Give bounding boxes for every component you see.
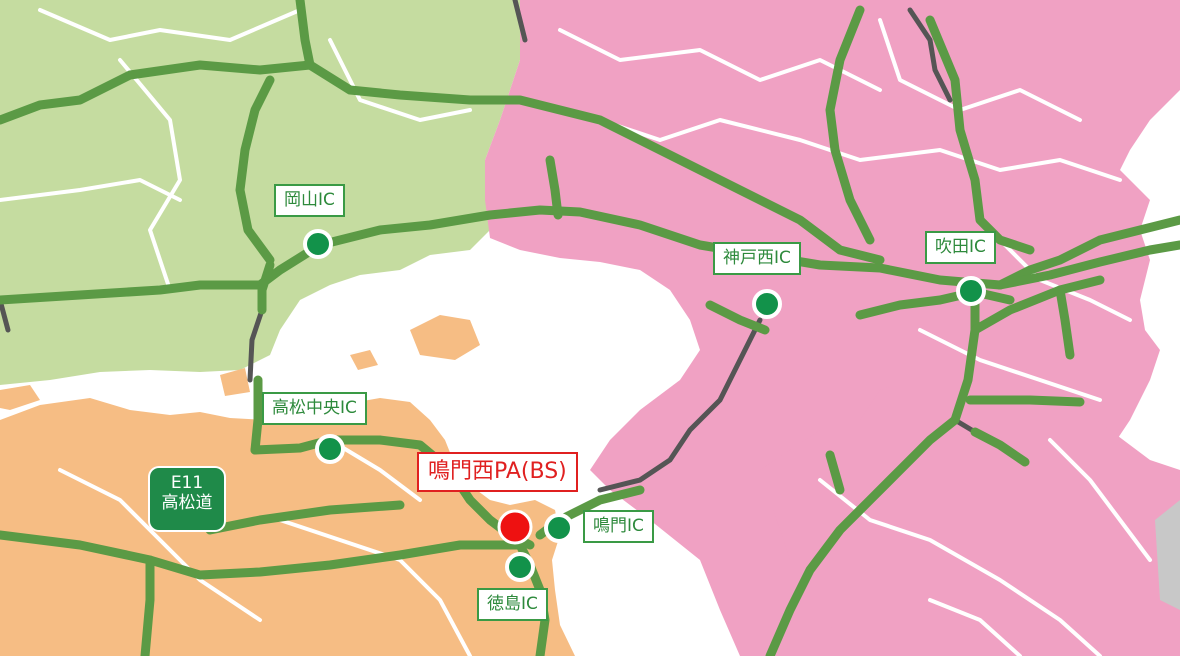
island: [350, 350, 378, 370]
island: [0, 385, 40, 410]
ic-label-suita: 吹田IC: [925, 231, 996, 264]
route-shield-code: E11: [170, 473, 204, 493]
ic-label-naruto: 鳴門IC: [583, 510, 654, 543]
ic-marker-suita: [956, 276, 986, 306]
grey-region: [1155, 500, 1180, 610]
ic-label-tokushima: 徳島IC: [477, 588, 548, 621]
ic-label-takamatsu-chuo: 高松中央IC: [262, 392, 367, 425]
route-shield-name: 高松道: [161, 492, 213, 513]
route-shield-e11: E11 高松道: [150, 468, 224, 530]
ic-markers: [303, 229, 986, 582]
island: [220, 368, 250, 396]
boundaries: [0, 8, 1152, 656]
ic-label-okayama: 岡山IC: [274, 184, 345, 217]
east-pink-region: [760, 360, 1180, 656]
focus-label-naruto-nishi-pa: 鳴門西PA(BS): [417, 452, 578, 492]
ic-marker-naruto: [544, 513, 574, 543]
ic-marker-kobe-nishi: [752, 289, 782, 319]
ic-marker-tokushima: [505, 552, 535, 582]
ic-marker-takamatsu-chuo: [315, 434, 345, 464]
other-roads: [0, 0, 978, 493]
island: [410, 315, 480, 360]
focus-marker-naruto-nishi-pa: [497, 509, 533, 545]
ic-label-kobe-nishi: 神戸西IC: [713, 242, 801, 275]
ic-marker-okayama: [303, 229, 333, 259]
